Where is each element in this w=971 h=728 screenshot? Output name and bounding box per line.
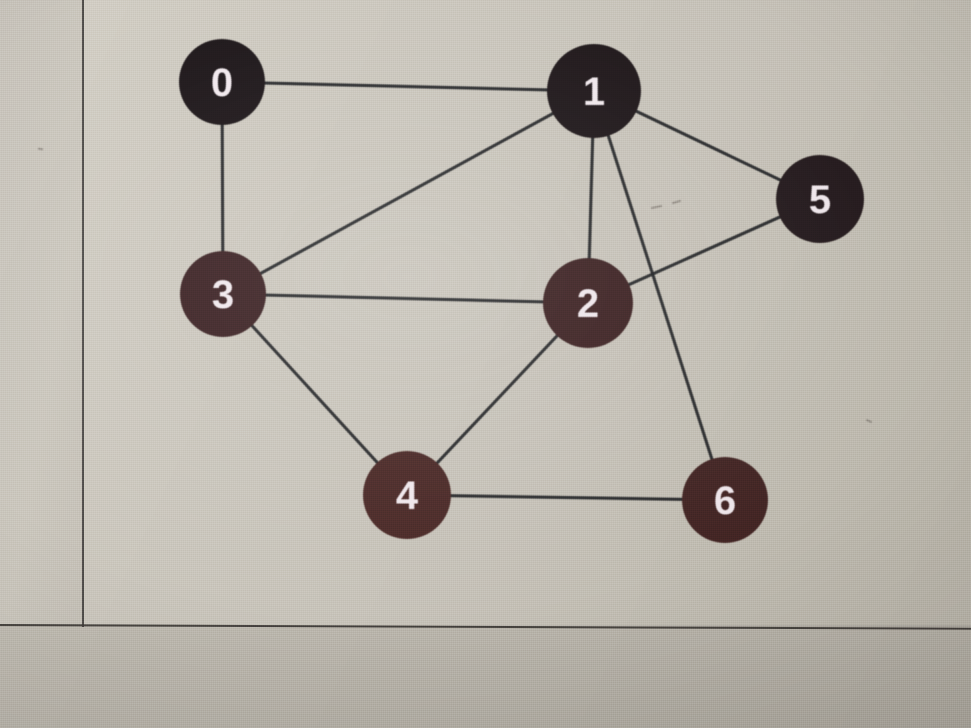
node-circle [180, 251, 266, 337]
dust-speck [37, 147, 44, 151]
node-label: 3 [212, 273, 234, 317]
node-circle [179, 39, 265, 125]
node-label: 0 [211, 61, 233, 105]
node-label: 5 [809, 178, 831, 222]
node-circle [543, 258, 633, 348]
graph-node-1: 1 [547, 44, 641, 138]
graph-edge [405, 493, 727, 502]
graph-edge [220, 80, 596, 93]
graph-node-2: 2 [543, 258, 633, 348]
graph-node-5: 5 [776, 155, 864, 243]
graph-edge [221, 292, 409, 497]
dust-specks [37, 147, 873, 424]
graph-node-0: 0 [179, 39, 265, 125]
graph-node-4: 4 [363, 451, 451, 539]
graph-node-3: 3 [180, 251, 266, 337]
vertical-divider-line [82, 0, 84, 627]
node-circle [363, 451, 451, 539]
node-circle [682, 457, 768, 543]
node-label: 4 [396, 474, 419, 518]
graph-edge [592, 89, 727, 502]
node-label: 6 [714, 479, 736, 523]
graph-edges [220, 80, 822, 502]
bottom-strip [0, 627, 971, 728]
graph-node-6: 6 [682, 457, 768, 543]
node-circle [547, 44, 641, 138]
left-margin-strip [0, 0, 83, 625]
node-circle [776, 155, 864, 243]
node-label: 1 [583, 70, 605, 114]
dust-speck [865, 418, 873, 424]
graph-edge [221, 89, 596, 296]
node-label: 2 [577, 282, 599, 326]
dust-speck [671, 199, 682, 205]
graph-nodes: 0 1 2 3 4 5 6 [179, 39, 864, 543]
dust-speck [650, 204, 663, 210]
graph-edge [221, 292, 590, 305]
